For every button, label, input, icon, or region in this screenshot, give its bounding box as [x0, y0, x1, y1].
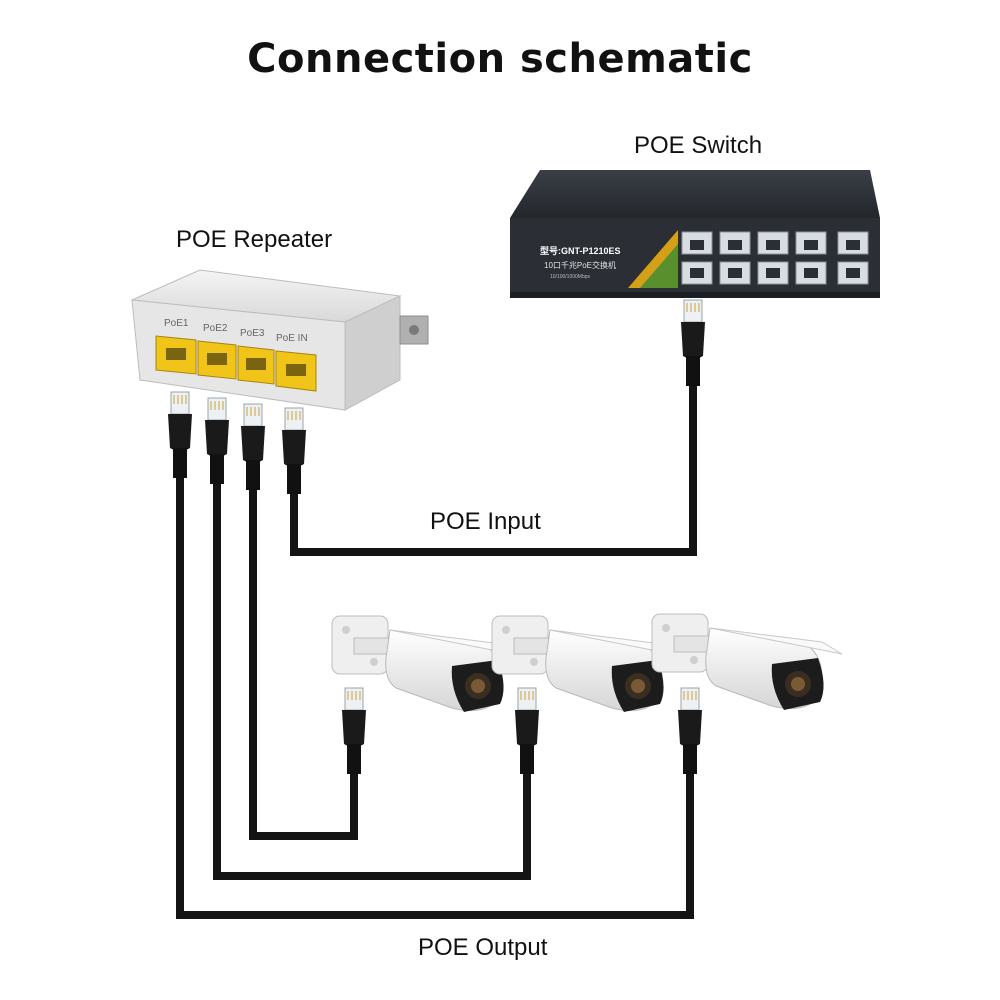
repeater-plug-in [281, 407, 307, 495]
switch-ports [681, 231, 869, 285]
camera-plug-1 [341, 687, 367, 775]
repeater-port-label-in: PoE IN [276, 333, 308, 344]
switch-speed-text: 10/100/1000Mbps [550, 274, 591, 280]
diagram-title: Connection schematic [247, 36, 753, 82]
repeater-plug-3 [240, 403, 266, 491]
poe-input-label: POE Input [430, 508, 541, 535]
poe-switch: 型号:GNT-P1210ES 10口千兆PoE交换机 10/100/1000Mb… [510, 170, 880, 298]
switch-subtitle-text: 10口千兆PoE交换机 [544, 260, 616, 270]
poe-output-label: POE Output [418, 934, 548, 961]
repeater-port-label-1: PoE1 [164, 318, 189, 329]
poe-input-cable [290, 386, 697, 556]
poe-switch-label: POE Switch [634, 132, 763, 159]
repeater-port-label-2: PoE2 [203, 323, 228, 334]
poe-repeater-label: POE Repeater [176, 226, 333, 253]
camera-plug-2 [514, 687, 540, 775]
repeater-plug-2 [204, 397, 230, 485]
cables [176, 386, 697, 919]
poe-repeater: PoE1 PoE2 PoE3 PoE IN [130, 269, 429, 411]
switch-plug [680, 299, 706, 387]
repeater-port-labels: PoE1 PoE2 PoE3 PoE IN [164, 318, 308, 344]
poe-output-cable-1 [176, 472, 694, 919]
poe-output-cable-3 [249, 488, 358, 840]
poe-output-cable-2 [213, 478, 531, 880]
cameras [331, 613, 843, 713]
switch-model-text: 型号:GNT-P1210ES [540, 245, 621, 256]
repeater-plug-1 [167, 391, 193, 479]
camera-plug-3 [677, 687, 703, 775]
repeater-port-label-3: PoE3 [240, 328, 265, 339]
